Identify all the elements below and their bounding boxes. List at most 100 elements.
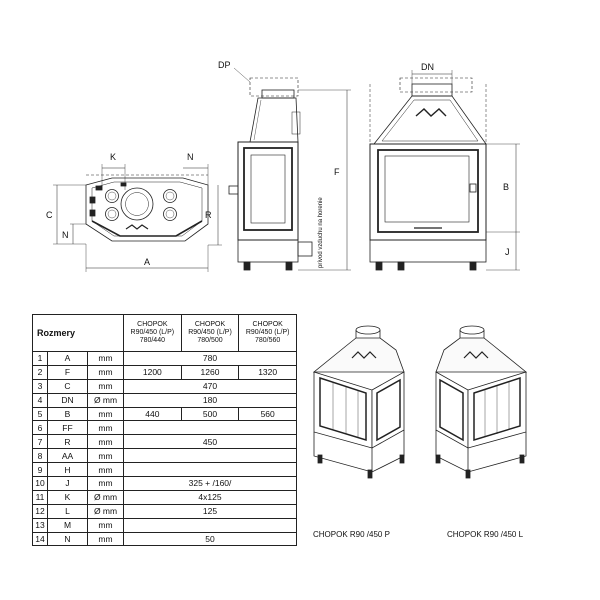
row-value: 450 [123,434,297,450]
row-number: 2 [32,364,48,380]
row-unit: Ø mm [86,392,125,408]
front-label-j: J [505,247,510,257]
row-unit: mm [86,420,125,436]
row-unit: Ø mm [86,503,125,519]
model-2-line3: 780/500 [197,337,223,344]
row-unit: mm [86,351,125,366]
row-value: 325 + /160/ [123,476,297,491]
row-unit: mm [86,406,125,422]
row-symbol: C [47,378,88,394]
row-value: 560 [238,406,297,422]
row-number: 8 [32,448,48,464]
row-number: 7 [32,434,48,450]
row-symbol: F [47,364,88,380]
row-value: 500 [180,406,240,422]
row-symbol: B [47,406,88,422]
row-symbol: L [47,503,88,519]
row-value: 440 [123,406,182,422]
model-2-line1: CHOPOK [194,321,226,328]
row-unit: mm [86,517,125,533]
row-symbol: R [47,434,88,450]
row-unit: Ø mm [86,489,125,505]
row-value: 180 [123,392,297,408]
model-header-2: CHOPOK R90/450 (L/P) 780/500 [180,314,240,352]
air-intake-note: prívod vzduchu na horenie [318,197,324,268]
row-value: 470 [123,378,297,394]
table-title: Rozmery [31,314,125,352]
row-value [123,448,297,464]
row-unit: mm [86,531,125,547]
row-number: 12 [32,503,48,519]
row-value [123,517,297,533]
row-number: 13 [32,517,48,533]
top-label-k: K [110,152,116,162]
model-header-3: CHOPOK R90/450 (L/P) 780/560 [238,314,297,352]
front-label-dn: DN [421,62,434,72]
side-view [228,67,351,271]
model-2-line2: R90/450 (L/P) [188,329,232,336]
caption-model-l: CHOPOK R90 /450 L [447,530,524,539]
row-number: 4 [32,392,48,408]
row-number: 14 [32,531,48,547]
row-unit: mm [86,378,125,394]
row-symbol: H [47,462,88,478]
top-label-n: N [187,152,194,162]
top-label-c: C [46,210,53,220]
row-symbol: AA [47,448,88,464]
row-unit: mm [86,448,125,464]
row-value: 1200 [123,364,182,380]
row-symbol: M [47,517,88,533]
row-value: 4x125 [123,489,297,505]
row-number: 6 [32,420,48,436]
fireplace-3d-l [435,325,528,479]
side-label-f: F [334,167,340,177]
model-3-line3: 780/560 [255,337,281,344]
model-header-1: CHOPOK R90/450 (L/P) 780/440 [123,314,182,352]
row-symbol: K [47,489,88,505]
top-label-r: R [205,210,212,220]
top-label-n-left: N [62,230,69,240]
front-view [369,70,520,271]
row-unit: mm [86,364,125,380]
row-symbol: J [47,476,88,491]
table-header-row: Rozmery CHOPOK R90/450 (L/P) 780/440 CHO… [31,314,297,352]
row-value [123,462,297,478]
row-symbol: A [47,351,88,366]
model-1-line3: 780/440 [139,337,165,344]
row-unit: mm [86,462,125,478]
top-view [53,164,222,272]
row-symbol: N [47,531,88,547]
row-symbol: FF [47,420,88,436]
row-value [123,420,297,436]
row-value: 1260 [180,364,240,380]
row-unit: mm [86,476,125,491]
model-3-line1: CHOPOK [252,321,283,328]
model-1-line1: CHOPOK [137,321,168,328]
model-3-line2: R90/450 (L/P) [245,329,290,336]
row-number: 3 [32,378,48,394]
top-label-a: A [144,257,150,267]
fireplace-3d-p [312,325,405,479]
row-symbol: DN [47,392,88,408]
row-number: 1 [32,351,48,366]
row-value: 50 [123,531,297,547]
model-1-line2: R90/450 (L/P) [130,329,175,336]
side-label-dp: DP [218,60,231,70]
row-value: 1320 [238,364,297,380]
row-number: 10 [32,476,48,491]
